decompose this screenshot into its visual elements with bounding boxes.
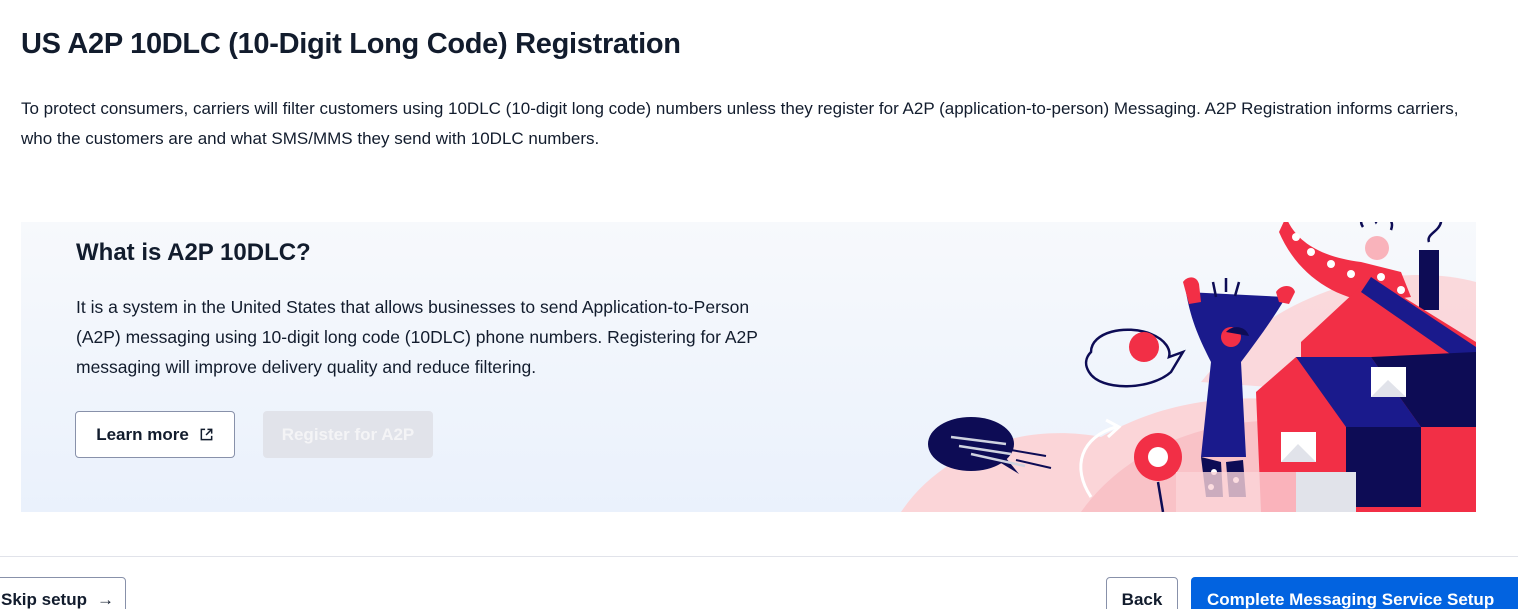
skip-setup-label: Skip setup: [1, 590, 87, 609]
card-title: What is A2P 10DLC?: [76, 239, 311, 266]
intro-text: To protect consumers, carriers will filt…: [21, 99, 1459, 148]
learn-more-button[interactable]: Learn more: [75, 411, 235, 458]
back-button[interactable]: Back: [1106, 577, 1178, 609]
skip-setup-button[interactable]: Skip setup →: [0, 577, 126, 609]
arrow-right-icon: →: [96, 590, 114, 609]
register-for-a2p-button[interactable]: Register for A2P: [263, 411, 433, 458]
house-illustration: [901, 222, 1476, 512]
external-link-icon: [200, 428, 213, 441]
page-title: US A2P 10DLC (10-Digit Long Code) Regist…: [21, 28, 681, 60]
complete-setup-button[interactable]: Complete Messaging Service Setup: [1191, 577, 1518, 609]
learn-more-label: Learn more: [96, 424, 189, 444]
footer-divider: [0, 556, 1518, 557]
card-description: It is a system in the United States that…: [76, 297, 758, 377]
a2p-info-card: What is A2P 10DLC? It is a system in the…: [21, 222, 1476, 512]
